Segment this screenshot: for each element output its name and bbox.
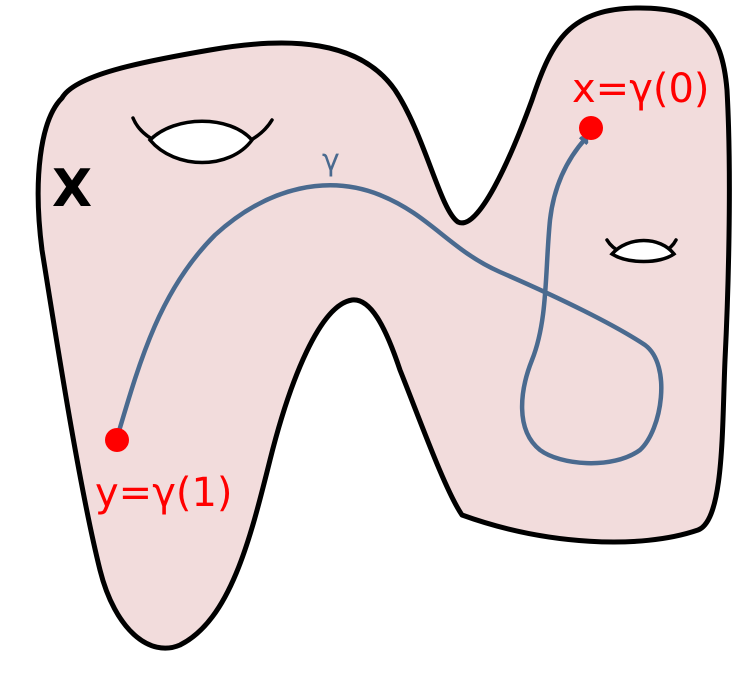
handle-hole-right — [605, 238, 678, 264]
point-y — [105, 428, 129, 452]
point-y-label: y=γ(1) — [95, 470, 233, 516]
surface-x — [35, 5, 732, 651]
handle-hole-left — [131, 116, 274, 165]
point-x-label: x=γ(0) — [572, 66, 710, 112]
point-x — [579, 116, 603, 140]
path-label: γ — [322, 143, 340, 178]
space-label: X — [52, 159, 92, 219]
path-gamma — [114, 135, 664, 466]
